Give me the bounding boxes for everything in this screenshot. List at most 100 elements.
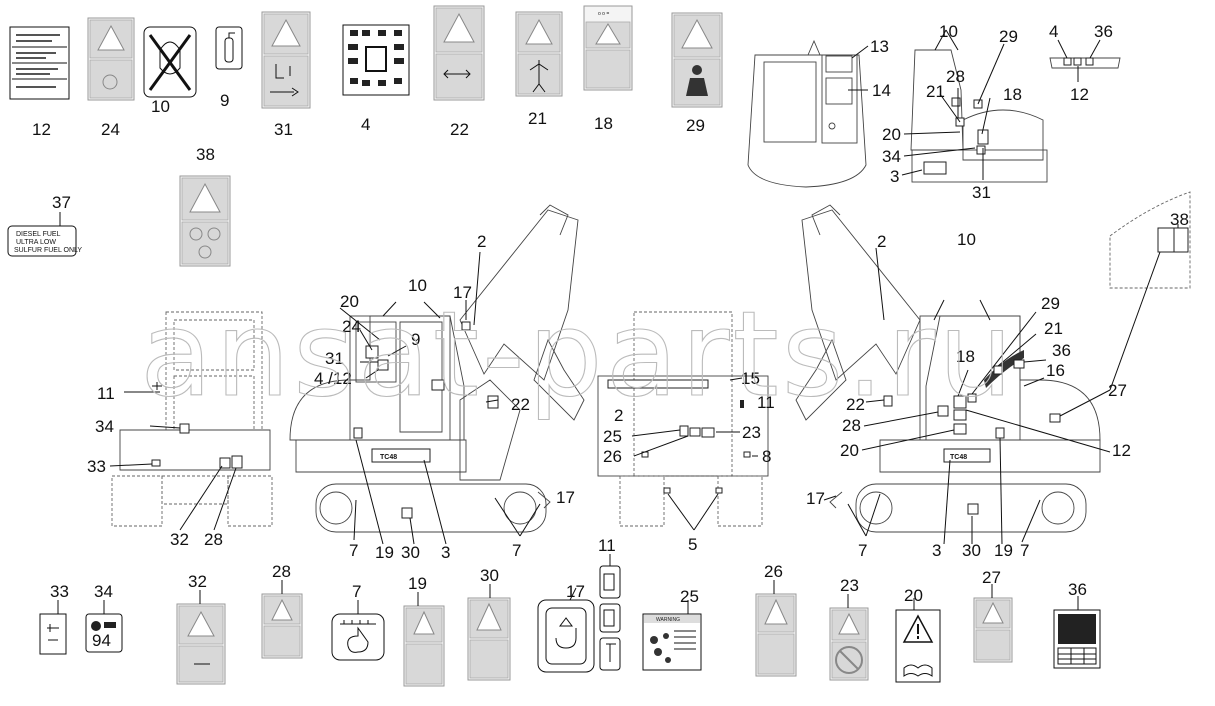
right-side-machine: TC48 <box>795 191 1191 545</box>
callout-4-rear: 4 <box>1049 22 1058 41</box>
decal-21-crush-warning <box>515 11 563 97</box>
decal-25-warning: WARNING <box>642 600 702 671</box>
callout-16-right: 16 <box>1046 361 1065 380</box>
callout-12-top: 12 <box>32 120 51 139</box>
decal-38-warning <box>179 175 231 267</box>
decal-33 <box>39 600 67 655</box>
callout-2-left: 2 <box>477 232 486 251</box>
decal-20-manual <box>895 598 941 683</box>
callout-18-top: 18 <box>594 114 613 133</box>
callout-7a-left: 7 <box>349 541 358 560</box>
callout-32-left: 32 <box>170 530 189 549</box>
callout-23-mid: 23 <box>742 423 761 442</box>
callout-8-mid: 8 <box>762 447 771 466</box>
callout-7b-left: 7 <box>512 541 521 560</box>
callout-2-right: 2 <box>877 232 886 251</box>
callout-36-rear: 36 <box>1094 22 1113 41</box>
callout-30-left: 30 <box>401 543 420 562</box>
model-badge-left: TC48 <box>380 454 397 461</box>
cab-side-view-small <box>901 29 1048 183</box>
svg-text:o o =: o o = <box>598 11 609 17</box>
callout-20-cab: 20 <box>882 125 901 144</box>
decal-19 <box>403 592 445 687</box>
decal-17-lift-point <box>537 587 595 673</box>
callout-2-mid: 2 <box>614 406 623 425</box>
decal-25-warning-word: WARNING <box>656 617 680 623</box>
callout-30-right: 30 <box>962 541 981 560</box>
decal-36-operation-chart <box>1053 596 1101 669</box>
decal-37-fuel: DIESEL FUEL ULTRA LOW SULFUR FUEL ONLY <box>7 212 82 257</box>
callout-27-bottom: 27 <box>982 568 1001 587</box>
callout-13: 13 <box>870 37 889 56</box>
decal-11-fuel-icons <box>599 554 621 671</box>
callout-18-right: 18 <box>956 347 975 366</box>
callout-17-right: 17 <box>806 489 825 508</box>
callout-9-top: 9 <box>220 91 229 110</box>
callout-11-left: 11 <box>97 384 115 403</box>
callout-20-right: 20 <box>840 441 859 460</box>
callout-21-top: 21 <box>528 109 547 128</box>
decal-28 <box>261 580 303 659</box>
callout-17b-left: 17 <box>556 488 575 507</box>
callout-20-bottom: 20 <box>904 586 923 605</box>
callout-31-left: 31 <box>325 349 344 368</box>
callout-33-bottom: 33 <box>50 582 69 601</box>
callout-9-left: 9 <box>411 330 420 349</box>
fuel-label-line2: ULTRA LOW <box>16 239 56 246</box>
decal-29-seat-belt <box>671 12 723 108</box>
callout-38-right: 38 <box>1170 210 1189 229</box>
callout-7a-right: 7 <box>858 541 867 560</box>
rear-view-machine <box>109 311 273 531</box>
callout-22-top: 22 <box>450 120 469 139</box>
callout-22-left: 22 <box>511 395 530 414</box>
callout-30-bottom: 30 <box>480 566 499 585</box>
callout-19-bottom: 19 <box>408 574 427 593</box>
callout-34-bottom: 34 <box>94 582 113 601</box>
decal-12-instruction <box>9 26 70 100</box>
fuel-label-line1: DIESEL FUEL <box>16 231 61 238</box>
callout-25-mid: 25 <box>603 427 622 446</box>
callout-7b-right: 7 <box>1020 541 1029 560</box>
decal-34: 94 <box>85 600 123 653</box>
watermark: ansat-parts.ru <box>140 285 1016 423</box>
callout-4-12-left: 4 /12 <box>314 369 352 388</box>
callout-36-bottom: 36 <box>1068 580 1087 599</box>
callout-11-bottom: 11 <box>598 536 616 555</box>
front-view-machine <box>597 311 769 531</box>
callout-29-cab: 29 <box>999 27 1018 46</box>
left-side-machine: TC48 <box>289 204 585 545</box>
cab-window-detail <box>747 39 869 188</box>
callout-26-bottom: 26 <box>764 562 783 581</box>
callout-24-left: 24 <box>342 317 361 336</box>
callout-27-right: 27 <box>1108 381 1127 400</box>
callout-21-right: 21 <box>1044 319 1063 338</box>
decal-24-unlock-warning <box>87 17 135 101</box>
decal-23 <box>829 594 869 681</box>
callout-37: 37 <box>52 193 71 212</box>
callout-18-cab: 18 <box>1003 85 1022 104</box>
callout-28-cab: 28 <box>946 67 965 86</box>
model-badge-right: TC48 <box>950 454 967 461</box>
callout-34-cab: 34 <box>882 147 901 166</box>
callout-10-left: 10 <box>408 276 427 295</box>
decal-27 <box>973 584 1013 663</box>
callout-23-bottom: 23 <box>840 576 859 595</box>
callout-31-top: 31 <box>274 120 293 139</box>
decal-30 <box>467 584 511 681</box>
callout-29-right: 29 <box>1041 294 1060 313</box>
callout-14: 14 <box>872 81 891 100</box>
fuel-label-line3: SULFUR FUEL ONLY <box>14 247 82 254</box>
callout-25-bottom: 25 <box>680 587 699 606</box>
callout-32-bottom: 32 <box>188 572 207 591</box>
callout-5-mid: 5 <box>688 535 697 554</box>
callout-17-left: 17 <box>453 283 472 302</box>
decal-10-no-lift-point <box>143 26 197 98</box>
decal-22-swing-warning <box>433 5 485 101</box>
callout-33-left: 33 <box>87 457 106 476</box>
callout-17-bottom: 17 <box>566 582 585 601</box>
callout-15-mid: 15 <box>741 369 760 388</box>
callout-10-top: 10 <box>151 97 170 116</box>
callout-22-right: 22 <box>846 395 865 414</box>
